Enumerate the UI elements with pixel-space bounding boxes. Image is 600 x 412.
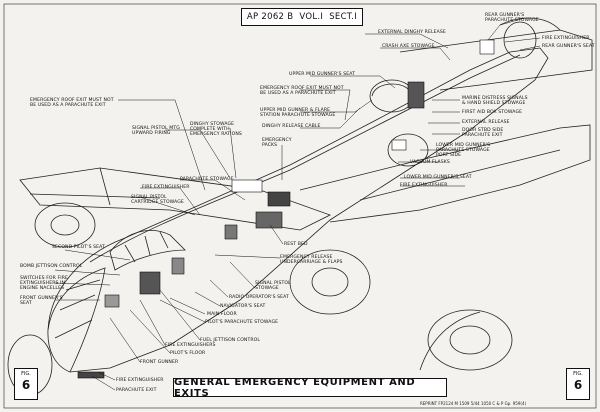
label-fire-extinguisher-tr: FIRE EXTINGUISHER xyxy=(542,36,590,41)
label-navigators-seat: NAVIGATOR'S SEAT xyxy=(220,304,266,309)
dinghy-stowage-box xyxy=(231,179,263,193)
mid-upper-turret xyxy=(369,79,415,113)
label-first-aid-box: FIRST AID BOX STOWAGE xyxy=(462,110,523,115)
label-radio-operators-seat: RADIO OPERATOR'S SEAT xyxy=(229,295,289,300)
label-emergency-roof-exit-left: EMERGENCY ROOF EXIT MUST NOT BE USED AS … xyxy=(30,98,114,109)
label-second-pilots-seat: SECOND PILOT'S SEAT xyxy=(52,245,105,250)
label-dinghy-release-cable: DINGHY RELEASE CABLE xyxy=(262,124,321,129)
figure-prefix: FIG. xyxy=(573,371,583,377)
label-bomb-jettison-control: BOMB JETTISON CONTROL xyxy=(20,264,83,269)
label-vacuum-flasks: VACUUM FLASKS xyxy=(410,160,450,165)
label-signal-pistol-mtg: SIGNAL PISTOL MTG UPWARD FIRING xyxy=(132,126,180,137)
starboard-wing xyxy=(299,124,591,223)
label-crash-axe-stowage: CRASH AXE STOWAGE xyxy=(382,44,435,49)
label-upper-mid-gunner-flare: UPPER MID GUNNER & FLARE STATION PARACHU… xyxy=(260,108,336,119)
label-external-dinghy-release: EXTERNAL DINGHY RELEASE xyxy=(378,30,446,35)
figure-box-left: FIG. 6 xyxy=(14,368,38,400)
figure-box-right: FIG. 6 xyxy=(566,368,590,400)
engine-nacelle-3 xyxy=(427,309,513,371)
pilot-seat xyxy=(139,271,161,295)
rear-gunner-chute xyxy=(479,39,495,55)
label-signal-pistol-cartridge: SIGNAL PISTOL CARTRIDGE STOWAGE xyxy=(131,195,184,206)
volume-number: VOL.I xyxy=(299,12,324,22)
ammunition-block xyxy=(407,81,425,109)
label-pilots-floor: PILOT'S FLOOR xyxy=(170,351,206,356)
engine-nacelle-2 xyxy=(289,249,371,315)
parachute-box xyxy=(267,191,291,207)
engine-nacelle-1 xyxy=(34,202,96,248)
label-fire-extinguisher-bottom: FIRE EXTINGUISHER xyxy=(116,378,164,383)
nose-glazing xyxy=(47,267,106,373)
label-rear-gunners-seat: REAR GUNNER'S SEAT xyxy=(542,44,595,49)
label-dinghy-stowage: DINGHY STOWAGE COMPLETE WITH EMERGENCY R… xyxy=(190,122,242,138)
vacuum-flasks-box xyxy=(391,139,407,151)
label-main-floor: MAIN FLOOR xyxy=(207,312,237,317)
label-signal-pistol-stowage: SIGNAL PISTOL STOWAGE xyxy=(255,281,291,292)
label-pilots-parachute-stowage: PILOT'S PARACHUTE STOWAGE xyxy=(205,320,279,325)
label-emergency-roof-exit-right: EMERGENCY ROOF EXIT MUST NOT BE USED AS … xyxy=(260,86,344,97)
tailplane xyxy=(399,29,593,91)
figure-number: 6 xyxy=(573,378,583,392)
fuselage-spine xyxy=(89,54,521,263)
navigator-seat xyxy=(171,257,185,275)
label-fire-extinguisher-left: FIRE EXTINGUISHER xyxy=(142,185,190,190)
publication-header: AP 2062 B VOL.I SECT.I xyxy=(241,8,363,26)
rest-bed-block xyxy=(255,211,283,229)
reprint-line: REPRINT FP2124 M 1509 5/44 1050 C & P Gp… xyxy=(420,401,527,406)
label-fuel-jettison-control: FUEL JETTISON CONTROL xyxy=(200,338,261,343)
label-front-gunners-seat: FRONT GUNNER'S SEAT xyxy=(20,296,63,307)
fuselage-outline xyxy=(47,47,549,373)
label-marine-distress: MARINE DISTRESS SIGNALS & HAND SHIELD ST… xyxy=(462,96,528,107)
label-upper-mid-gunners-seat: UPPER MID GUNNER'S SEAT xyxy=(289,72,356,77)
label-parachute-stowage-mid: PARACHUTE STOWAGE xyxy=(180,177,234,182)
sheet-border xyxy=(3,3,597,409)
label-emergency-packs: EMERGENCY PACKS xyxy=(262,138,292,149)
label-front-gunner: FRONT GUNNER xyxy=(140,360,179,365)
label-lower-mid-gunners-seat: LOWER MID GUNNER'S SEAT xyxy=(404,175,472,180)
label-switches-fire-ext: SWITCHES FOR FIRE EXTINGUISHERS IN ENGIN… xyxy=(20,276,68,292)
label-fire-extinguisher-mid: FIRE EXTINGUISHER xyxy=(400,183,448,188)
port-wing xyxy=(19,167,332,231)
label-lower-mid-gunners-parachute: LOWER MID GUNNER'S PARACHUTE STOWAGE POR… xyxy=(436,143,491,159)
figure-number: 6 xyxy=(21,378,31,392)
label-door-side-exit: DOOR STBD SIDE PARACHUTE EXIT xyxy=(462,128,504,139)
front-gunner-seat xyxy=(104,294,120,308)
cockpit-canopy xyxy=(109,230,186,271)
label-external-release: EXTERNAL RELEASE xyxy=(462,120,510,125)
figure-prefix: FIG. xyxy=(21,371,31,377)
rear-turret xyxy=(503,21,537,59)
ap-number: AP 2062 B xyxy=(246,12,294,22)
label-parachute-exit: PARACHUTE EXIT xyxy=(116,388,157,393)
section-number: SECT.I xyxy=(329,12,358,22)
label-emergency-release-undercarriage: EMERGENCY RELEASE UNDERCARRIAGE & FLAPS xyxy=(280,255,343,266)
label-fire-extinguishers: FIRE EXTINGUISHERS xyxy=(165,343,216,348)
diagram-title: GENERAL EMERGENCY EQUIPMENT AND EXITS xyxy=(173,377,447,399)
label-rear-gunners-parachute: REAR GUNNER'S PARACHUTE STOWAGE xyxy=(485,13,539,24)
radio-seat xyxy=(224,224,238,240)
label-rest-bed: REST BED xyxy=(284,242,308,247)
